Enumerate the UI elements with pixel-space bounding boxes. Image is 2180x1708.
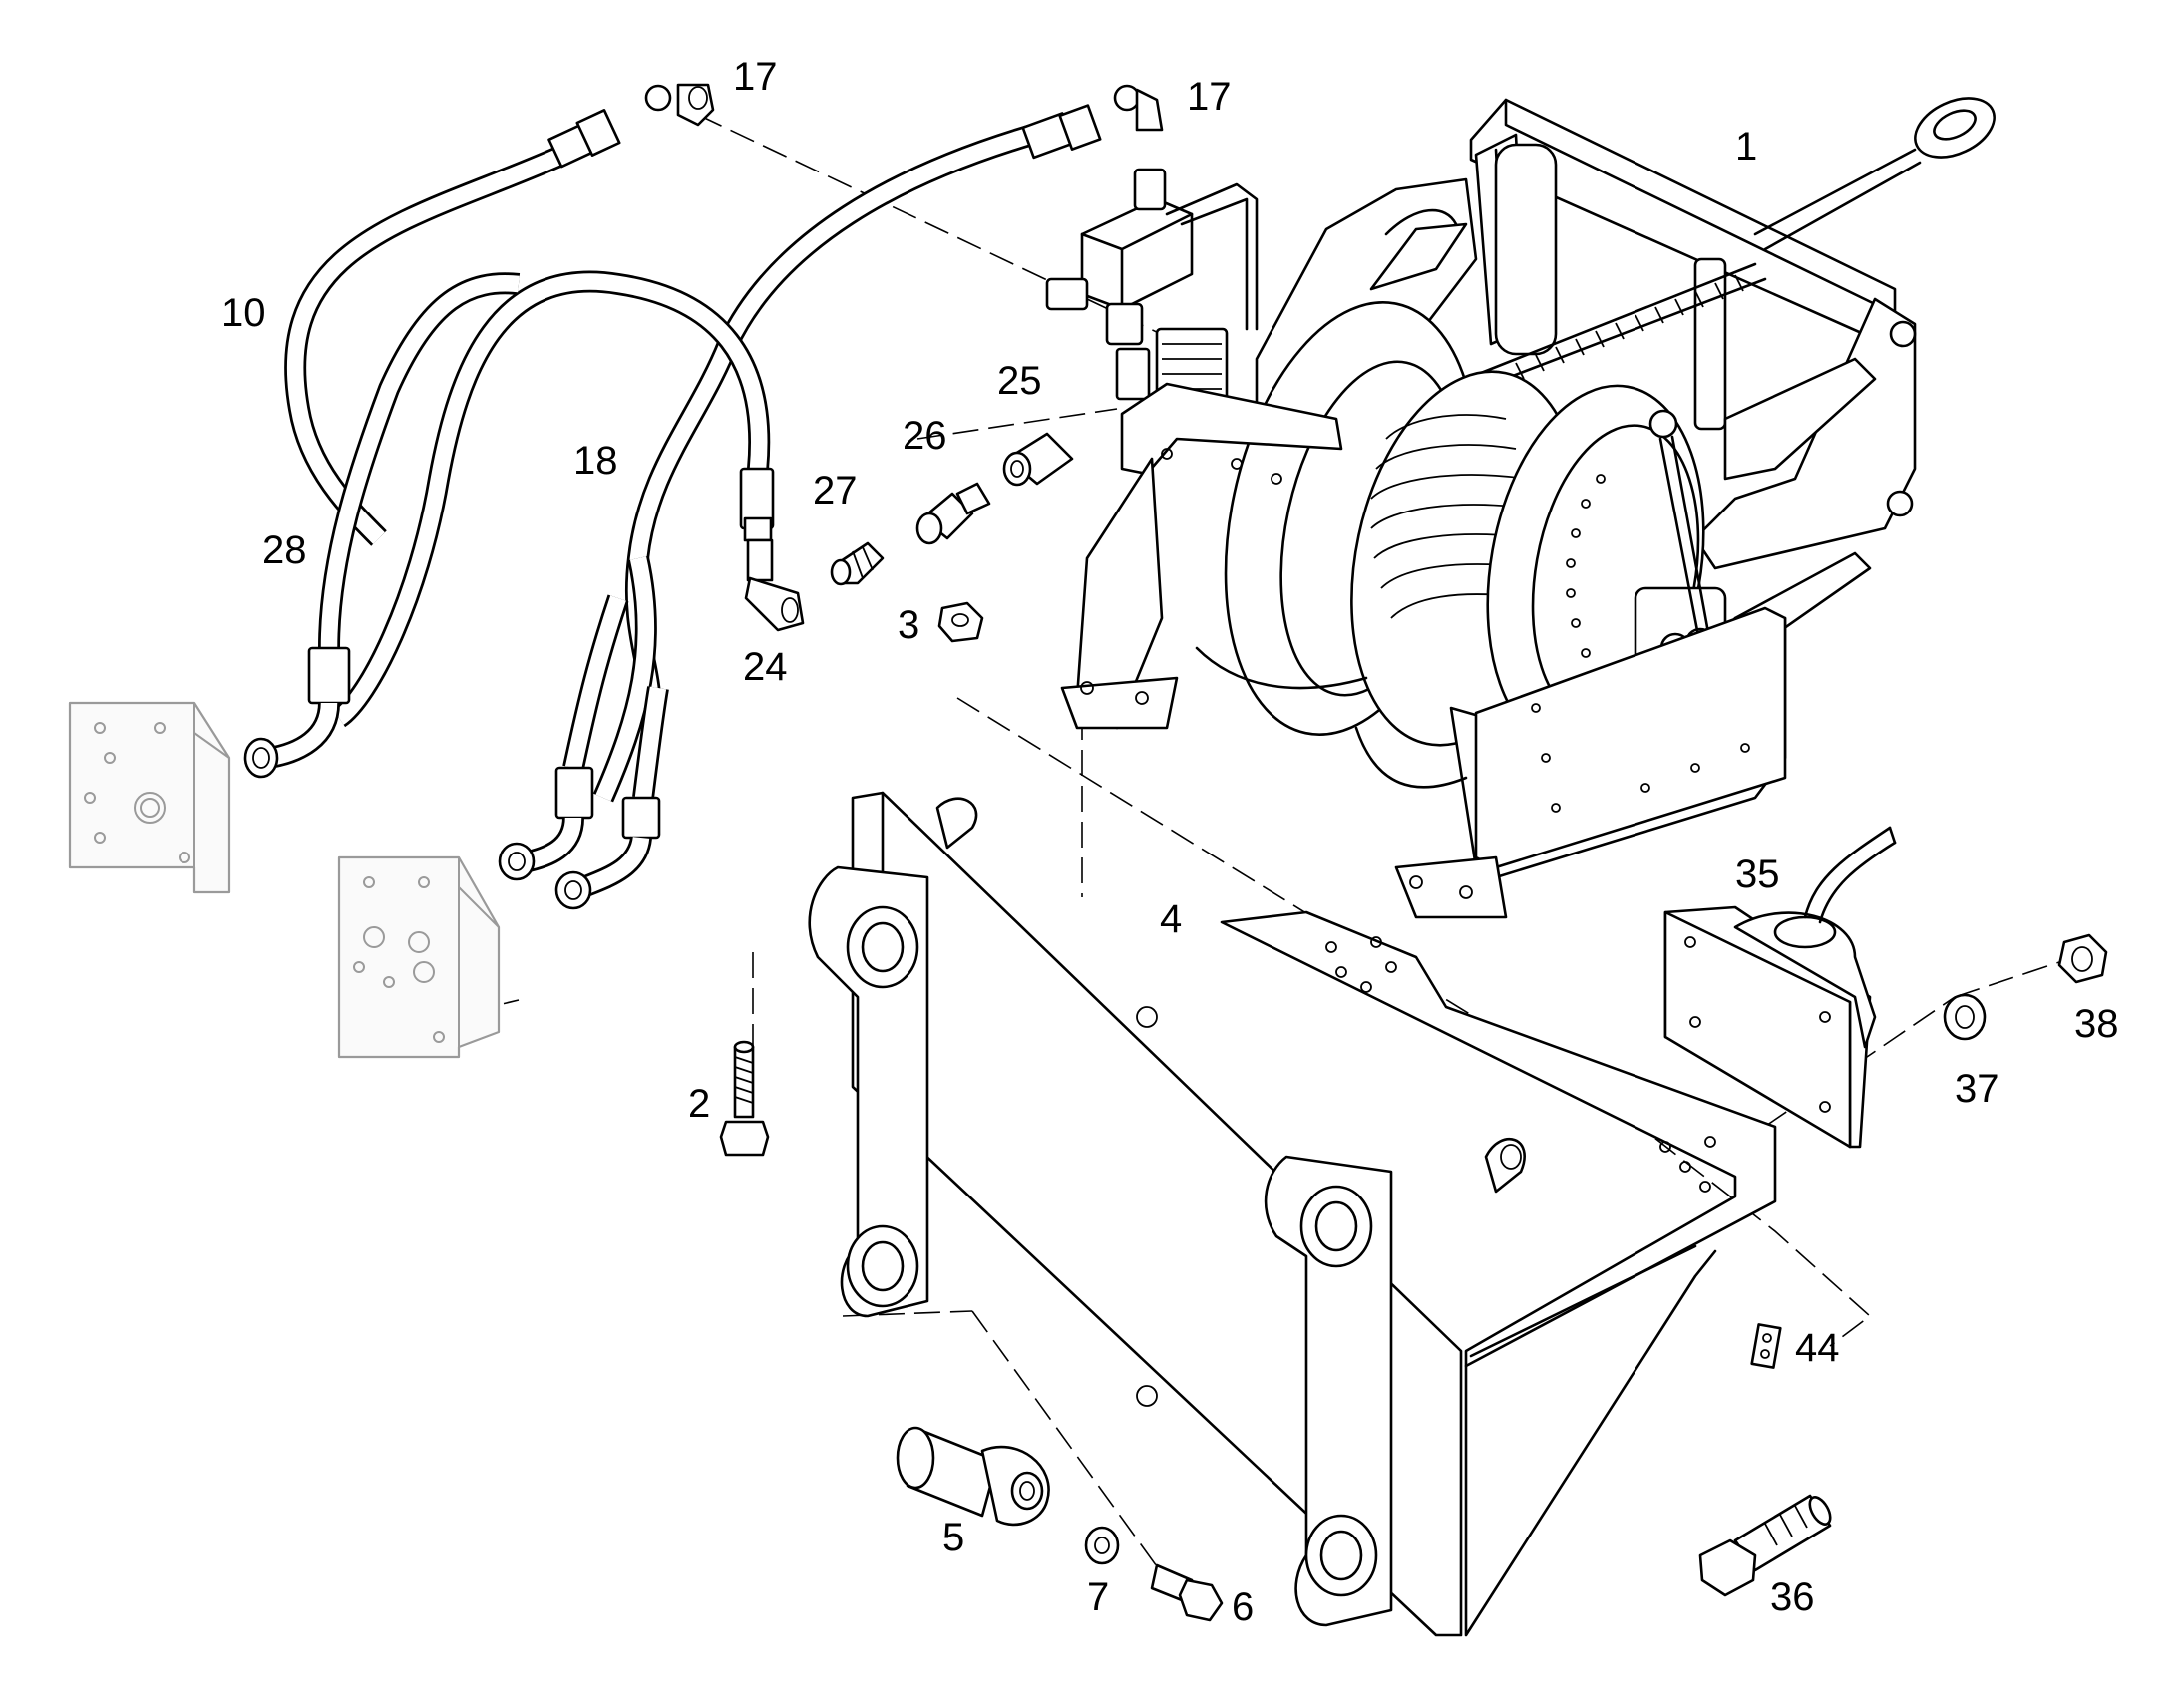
fitting-24-elbow bbox=[744, 538, 805, 632]
nut-38 bbox=[2057, 933, 2108, 984]
hose-10 bbox=[284, 109, 621, 546]
callout-38: 38 bbox=[2074, 1002, 2119, 1046]
fitting-17-left bbox=[644, 83, 715, 127]
valve-plate-lower-ghost bbox=[337, 855, 501, 1059]
hose-second-upper bbox=[624, 104, 1102, 721]
hose-28 bbox=[243, 272, 521, 779]
nut-3 bbox=[937, 601, 984, 643]
washer-7 bbox=[1084, 1526, 1120, 1565]
callout-24: 24 bbox=[743, 645, 788, 689]
winch-assembly-1 bbox=[1060, 97, 1996, 919]
callout-28: 28 bbox=[262, 528, 307, 572]
callout-5: 5 bbox=[942, 1516, 964, 1559]
callout-25: 25 bbox=[997, 359, 1042, 403]
bracket-35 bbox=[1663, 826, 1897, 1149]
callout-44: 44 bbox=[1795, 1326, 1840, 1370]
callout-labels: 1 2 3 4 5 6 7 10 17 17 18 24 25 26 27 28… bbox=[221, 55, 2119, 1629]
fitting-17-right bbox=[1113, 84, 1164, 132]
callout-4: 4 bbox=[1160, 897, 1182, 941]
callout-37: 37 bbox=[1955, 1067, 1999, 1111]
callout-17-right: 17 bbox=[1187, 75, 1232, 119]
hose-18 bbox=[332, 270, 775, 803]
bolt-36 bbox=[1698, 1494, 1832, 1597]
hose-pair-lower bbox=[498, 594, 669, 910]
mounting-bracket-4 bbox=[808, 791, 1777, 1637]
callout-6: 6 bbox=[1232, 1585, 1254, 1629]
clip-44 bbox=[1750, 1323, 1782, 1369]
valve-block bbox=[1045, 168, 1259, 411]
callout-35: 35 bbox=[1735, 853, 1780, 896]
callout-17-left: 17 bbox=[733, 55, 778, 99]
callout-36: 36 bbox=[1770, 1575, 1815, 1619]
callout-26: 26 bbox=[903, 414, 947, 458]
callout-1: 1 bbox=[1735, 125, 1757, 169]
washer-37 bbox=[1943, 993, 1987, 1041]
assembly-leader-lines bbox=[468, 114, 2075, 1581]
bolt-6 bbox=[1150, 1563, 1224, 1622]
fitting-27-union bbox=[830, 541, 885, 586]
fitting-26-union bbox=[915, 482, 991, 545]
pin-5 bbox=[896, 1426, 1050, 1527]
callout-10: 10 bbox=[221, 291, 266, 335]
callout-18: 18 bbox=[573, 439, 618, 483]
valve-plate-upper-ghost bbox=[68, 701, 231, 894]
callout-2: 2 bbox=[688, 1082, 710, 1126]
callout-7: 7 bbox=[1087, 1575, 1109, 1619]
bolt-2 bbox=[719, 1040, 770, 1157]
callout-3: 3 bbox=[898, 603, 919, 647]
callout-27: 27 bbox=[813, 469, 858, 512]
fitting-25-nut bbox=[1002, 432, 1074, 487]
